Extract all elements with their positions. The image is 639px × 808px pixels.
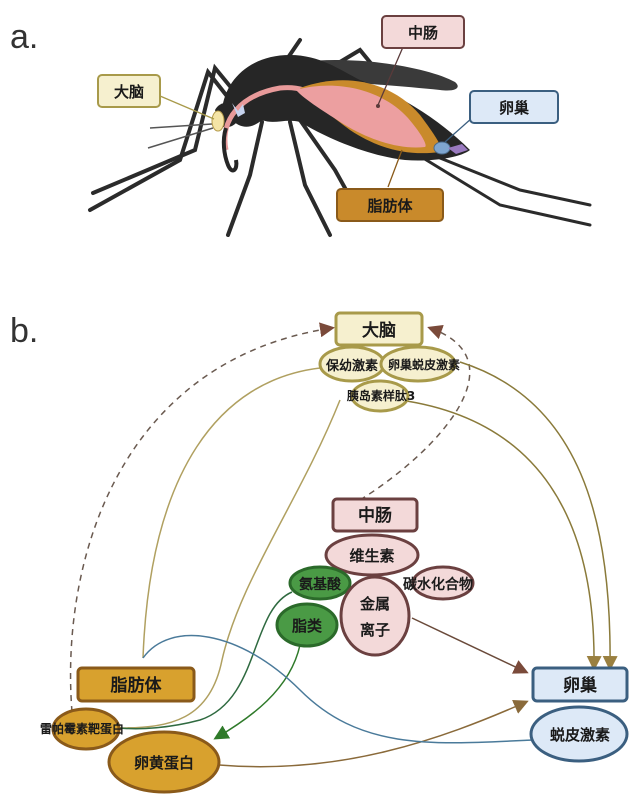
yolk-to-ovary — [218, 699, 529, 768]
nutrient-metal-label: 金属 — [359, 595, 390, 613]
midgut-shape — [296, 85, 426, 148]
callout-brain: 大脑 — [97, 74, 161, 108]
product-ecdysone-label: 蜕皮激素 — [550, 726, 610, 744]
jh-to-fat-body — [142, 367, 321, 659]
callout-fat-body: 脂肪体 — [336, 188, 444, 222]
nutrient-vitamin-label: 维生素 — [349, 547, 394, 565]
ovipositor — [448, 144, 468, 154]
node-fat-body: 脂肪体 — [76, 666, 196, 703]
nutrient-carbohydrate-label: 碳水化合物 — [403, 576, 473, 593]
connectors — [69, 322, 618, 768]
nutrient-vitamin: 维生素 — [324, 533, 420, 577]
lipid-to-yolk — [213, 644, 301, 740]
dashed-midgut-to-brain — [359, 324, 471, 501]
product-ecdysone: 蜕皮激素 — [529, 705, 629, 763]
node-ovary: 卵巢 — [531, 666, 629, 703]
nutrient-amino-acid: 氨基酸 — [288, 565, 352, 601]
midgut-pointer-dot — [376, 104, 380, 108]
callout-brain-label: 大脑 — [114, 83, 144, 101]
panel-b-label: b. — [10, 312, 39, 350]
product-rapamycin-target-label: 雷帕霉素靶蛋白 — [40, 721, 124, 736]
brain-shape — [211, 110, 225, 132]
antennae — [147, 123, 214, 149]
node-brain: 大脑 — [334, 311, 424, 347]
hormone-oeh: 卵巢蜕皮激素 — [379, 345, 460, 383]
amino-acid-to-rapamycin — [119, 591, 293, 730]
node-ovary-label: 卵巢 — [563, 675, 598, 696]
oeh-to-ovary — [459, 361, 618, 671]
hormone-ilp3-label: 胰岛素样肽3 — [347, 388, 415, 403]
product-vitellogenin: 卵黄蛋白 — [107, 730, 221, 794]
product-rapamycin-target: 雷帕霉素靶蛋白 — [40, 707, 124, 751]
mosquito-illustration: 大脑 中肠 卵巢 脂肪体 — [88, 15, 592, 237]
callout-midgut: 中肠 — [381, 15, 465, 49]
nutrient-lipid: 脂类 — [275, 602, 339, 648]
hormone-jh-label: 保幼激素 — [325, 358, 378, 374]
node-fat-body-label: 脂肪体 — [111, 675, 163, 696]
node-midgut-label: 中肠 — [358, 505, 392, 526]
mosquito-legs — [88, 38, 592, 237]
hormone-jh: 保幼激素 — [318, 345, 386, 383]
node-brain-label: 大脑 — [362, 320, 396, 341]
nutrient-lipid-label: 脂类 — [292, 617, 323, 635]
ilp3-to-fat-rapamycin — [119, 399, 341, 729]
dashed-fat-to-brain — [69, 322, 335, 713]
nutrient-metal-ions: 金属 离子 — [339, 575, 411, 657]
nutrient-amino-acid-label: 氨基酸 — [299, 576, 342, 593]
nutrient-ions-label: 离子 — [360, 621, 390, 639]
nutrient-carbohydrate: 碳水化合物 — [403, 565, 475, 601]
callout-ovary: 卵巢 — [469, 90, 559, 124]
hormone-oeh-label: 卵巢蜕皮激素 — [388, 357, 460, 372]
callout-fat-body-label: 脂肪体 — [367, 197, 413, 215]
callout-midgut-label: 中肠 — [408, 24, 438, 42]
salivary-gland — [232, 103, 245, 117]
ecdysone-to-fat-body — [142, 634, 533, 744]
callout-lines — [159, 46, 473, 188]
callout-ovary-label: 卵巢 — [499, 99, 529, 117]
mosquito-wing — [300, 60, 458, 91]
metal-ions-to-ovary — [411, 617, 529, 674]
product-vitellogenin-label: 卵黄蛋白 — [134, 754, 194, 772]
proboscis — [221, 127, 239, 173]
ilp3-to-ovary — [399, 399, 602, 671]
hormone-ilp3: 胰岛素样肽3 — [347, 379, 415, 413]
panel-a-label: a. — [10, 18, 39, 56]
node-midgut: 中肠 — [331, 497, 419, 533]
